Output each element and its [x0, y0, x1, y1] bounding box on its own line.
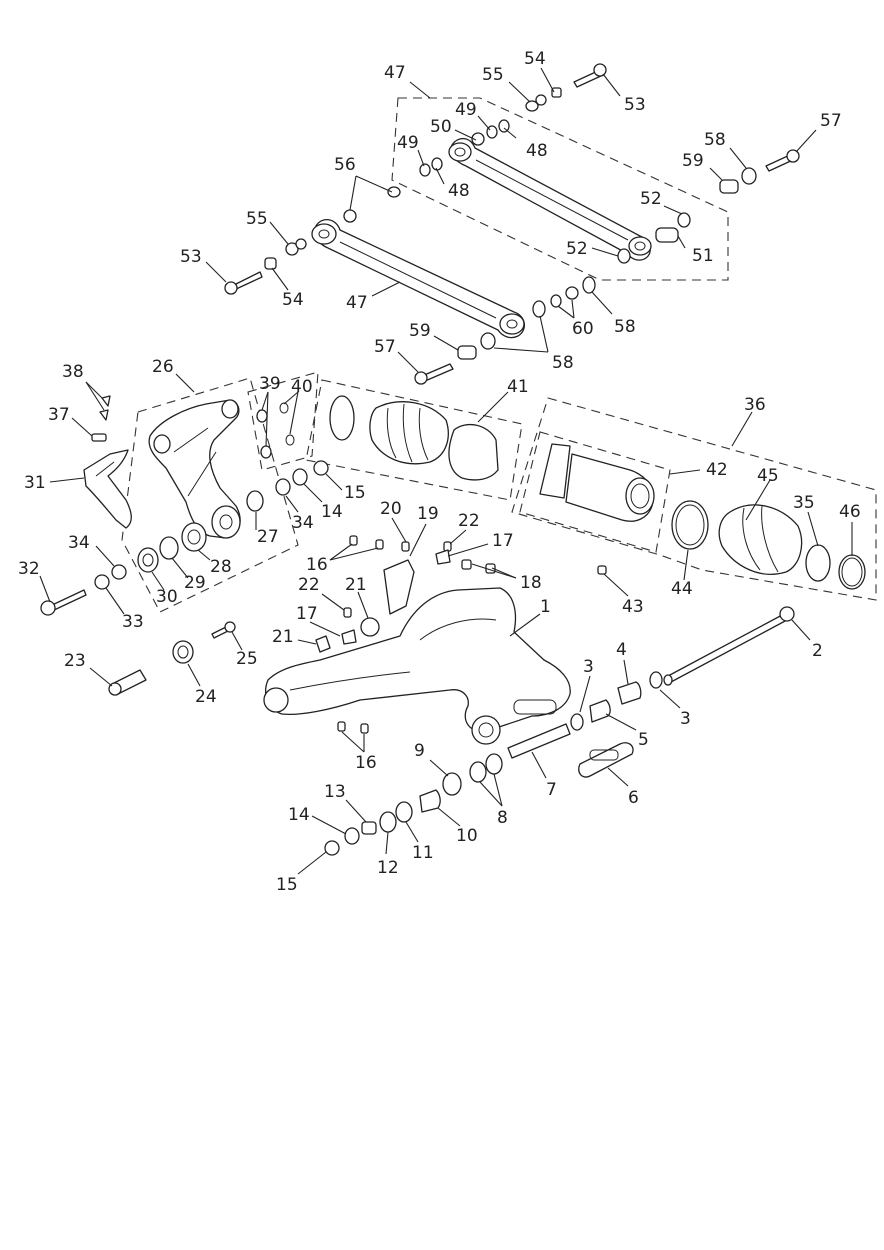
label-part-34: 34 [68, 533, 90, 553]
label-part-3: 3 [583, 657, 594, 677]
label-part-53: 53 [624, 95, 646, 115]
label-part-49: 49 [397, 133, 419, 153]
label-part-2: 2 [812, 641, 823, 661]
boot-group-36 [539, 443, 866, 590]
label-part-17: 17 [296, 604, 318, 624]
label-part-31: 31 [24, 473, 46, 493]
label-part-22: 22 [458, 511, 480, 531]
label-part-12: 12 [377, 858, 399, 878]
label-part-6: 6 [628, 788, 639, 808]
label-part-56: 56 [334, 155, 356, 175]
label-part-59: 59 [682, 151, 704, 171]
label-part-54: 54 [282, 290, 304, 310]
label-part-21: 21 [345, 575, 367, 595]
label-part-38: 38 [62, 362, 84, 382]
label-part-52: 52 [566, 239, 588, 259]
label-part-20: 20 [380, 499, 402, 519]
label-part-27: 27 [257, 527, 279, 547]
label-part-52: 52 [640, 189, 662, 209]
label-part-3: 3 [680, 709, 691, 729]
label-part-44: 44 [671, 579, 693, 599]
label-part-24: 24 [195, 687, 217, 707]
label-part-5: 5 [638, 730, 649, 750]
group-outline-42 [519, 431, 671, 553]
label-part-42: 42 [706, 460, 728, 480]
label-part-8: 8 [497, 808, 508, 828]
label-part-23: 23 [64, 651, 86, 671]
label-part-34: 34 [292, 513, 314, 533]
label-part-16: 16 [306, 555, 328, 575]
label-part-26: 26 [152, 357, 174, 377]
label-part-25: 25 [236, 649, 258, 669]
label-part-4: 4 [616, 640, 627, 660]
link-hardware [224, 63, 800, 385]
label-part-36: 36 [744, 395, 766, 415]
label-part-21: 21 [272, 627, 294, 647]
label-part-14: 14 [321, 502, 343, 522]
label-part-40: 40 [291, 377, 313, 397]
label-part-55: 55 [246, 209, 268, 229]
drop-link-26 [148, 399, 241, 539]
swingarm-small-parts [315, 535, 496, 734]
label-part-33: 33 [122, 612, 144, 632]
label-part-58: 58 [704, 130, 726, 150]
label-part-30: 30 [156, 587, 178, 607]
label-part-48: 48 [448, 181, 470, 201]
upper-link-47-rear [448, 137, 652, 261]
group-outlines [121, 97, 877, 613]
group-outline-47 [391, 97, 729, 281]
label-part-1: 1 [540, 597, 551, 617]
label-part-48: 48 [526, 141, 548, 161]
label-part-59: 59 [409, 321, 431, 341]
label-part-19: 19 [417, 504, 439, 524]
group-outline-36 [511, 397, 877, 601]
group-outline-41 [305, 379, 523, 501]
swingarm-1 [263, 587, 571, 745]
label-part-41: 41 [507, 377, 529, 397]
label-part-58: 58 [614, 317, 636, 337]
label-part-11: 11 [412, 843, 434, 863]
group-outline-39 [247, 371, 319, 471]
label-part-28: 28 [210, 557, 232, 577]
label-part-55: 55 [482, 65, 504, 85]
label-part-47: 47 [346, 293, 368, 313]
label-part-50: 50 [430, 117, 452, 137]
part-labels: 47 55 54 53 49 50 48 49 48 57 58 59 52 5… [18, 49, 861, 895]
label-part-16: 16 [355, 753, 377, 773]
label-part-47: 47 [384, 63, 406, 83]
label-part-57: 57 [374, 337, 396, 357]
label-part-10: 10 [456, 826, 478, 846]
label-part-18: 18 [520, 573, 542, 593]
label-part-13: 13 [324, 782, 346, 802]
label-part-46: 46 [839, 502, 861, 522]
pivot-parts [324, 606, 795, 856]
label-part-49: 49 [455, 100, 477, 120]
boot-41 [329, 395, 499, 481]
label-part-32: 32 [18, 559, 40, 579]
label-part-7: 7 [546, 780, 557, 800]
label-part-29: 29 [184, 573, 206, 593]
label-part-9: 9 [414, 741, 425, 761]
label-part-14: 14 [288, 805, 310, 825]
label-part-45: 45 [757, 466, 779, 486]
drop-link-hardware [40, 395, 329, 696]
label-part-57: 57 [820, 111, 842, 131]
label-part-54: 54 [524, 49, 546, 69]
label-part-60: 60 [572, 319, 594, 339]
label-part-17: 17 [492, 531, 514, 551]
label-part-51: 51 [692, 246, 714, 266]
label-part-15: 15 [276, 875, 298, 895]
leader-lines [39, 67, 853, 875]
label-part-37: 37 [48, 405, 70, 425]
upper-link-47-front [311, 219, 525, 339]
label-part-35: 35 [793, 493, 815, 513]
guard-31 [83, 449, 132, 529]
label-part-53: 53 [180, 247, 202, 267]
label-part-43: 43 [622, 597, 644, 617]
label-part-39: 39 [259, 374, 281, 394]
label-part-22: 22 [298, 575, 320, 595]
label-part-58: 58 [552, 353, 574, 373]
label-part-15: 15 [344, 483, 366, 503]
